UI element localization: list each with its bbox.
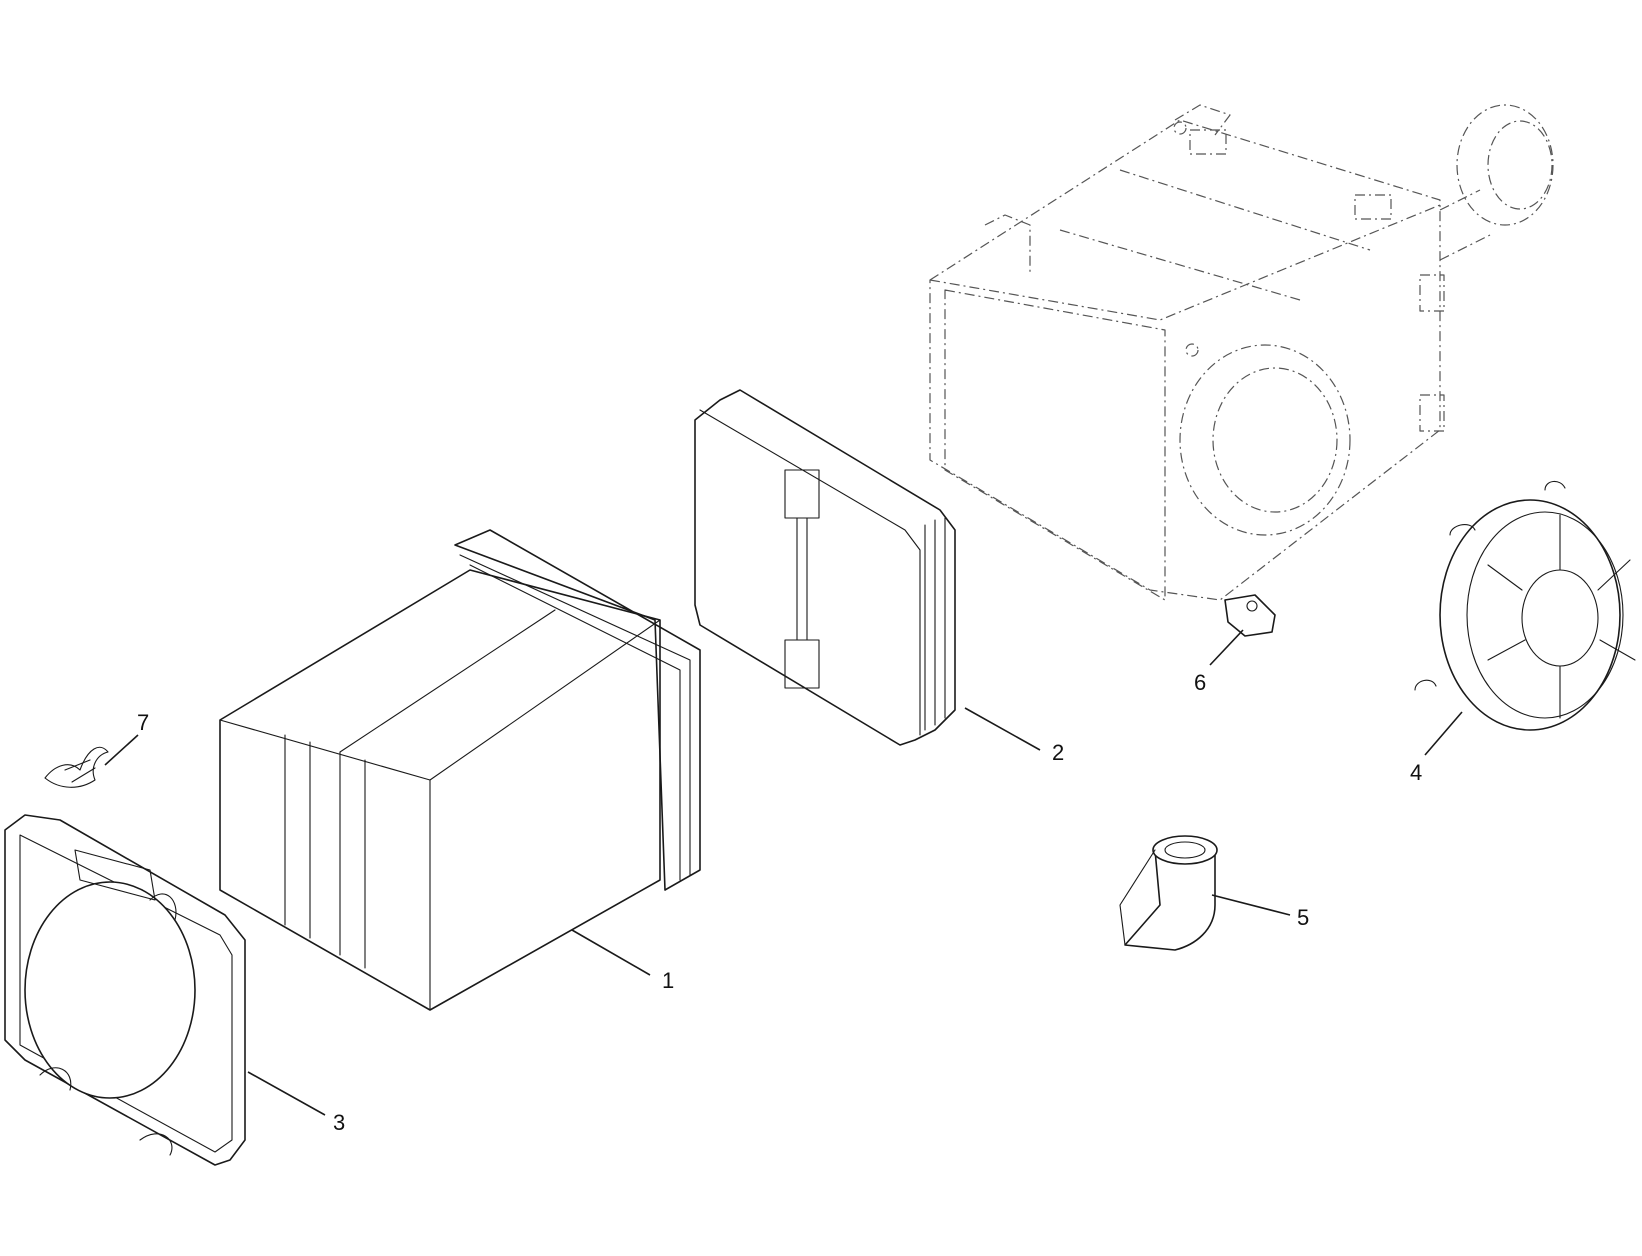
callout-7: 7 xyxy=(137,710,149,735)
leader-line-3 xyxy=(247,1071,326,1116)
callout-2: 2 xyxy=(1052,740,1064,765)
callouts: 1 2 3 4 5 6 7 xyxy=(137,670,1422,1135)
leader-line-2 xyxy=(964,707,1041,751)
callout-6: 6 xyxy=(1194,670,1206,695)
leader-line-1 xyxy=(571,929,651,976)
callout-3: 3 xyxy=(333,1110,345,1135)
leader-line-7 xyxy=(104,734,139,766)
air-cleaner-housing-phantom xyxy=(929,104,1554,601)
air-cleaner-cover-part[interactable] xyxy=(4,814,246,1166)
inlet-cap-part[interactable] xyxy=(1414,480,1636,731)
vacuator-valve-part[interactable] xyxy=(1119,835,1218,951)
leader-line-5 xyxy=(1211,894,1291,916)
leader-line-4 xyxy=(1424,711,1463,756)
wire-clip-part[interactable] xyxy=(44,746,109,788)
callout-4: 4 xyxy=(1410,760,1422,785)
clip-nut-part[interactable] xyxy=(1224,594,1276,637)
callout-1: 1 xyxy=(662,968,674,993)
leader-lines xyxy=(104,629,1463,1116)
filter-element-part[interactable] xyxy=(219,529,701,1011)
callout-5: 5 xyxy=(1297,905,1309,930)
pre-cleaner-panel-part[interactable] xyxy=(694,389,956,746)
leader-line-6 xyxy=(1209,629,1244,666)
